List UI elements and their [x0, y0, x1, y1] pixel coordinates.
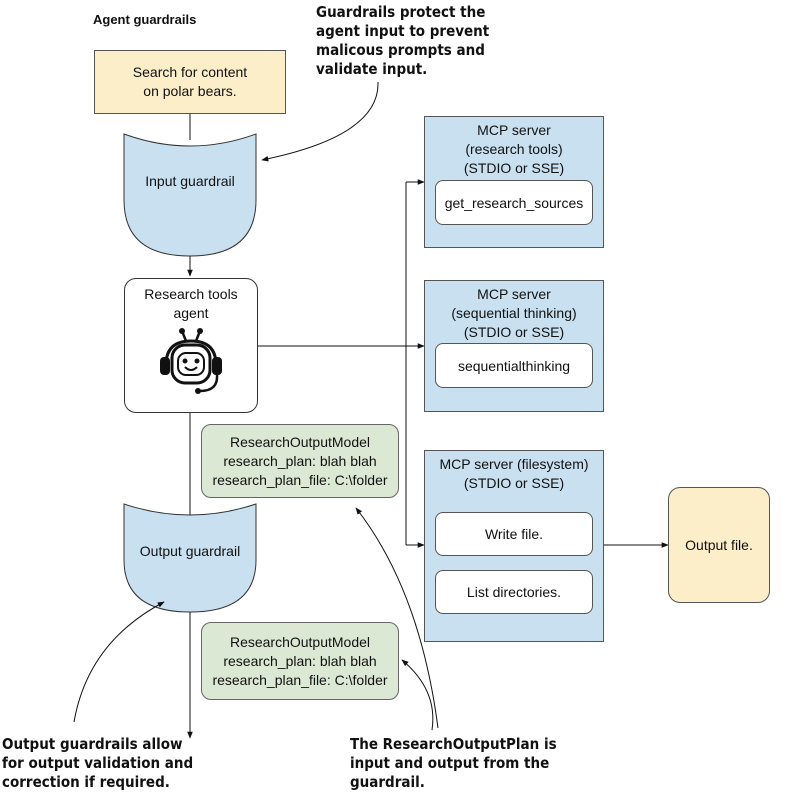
model-1-line-3: research_plan_file: C:\folder [212, 471, 388, 488]
robot-headset-icon [160, 328, 222, 394]
tool-get-research-sources[interactable]: get_research_sources [435, 180, 593, 225]
query-box: Search for content on polar bears. [94, 50, 286, 114]
tool-list-directories[interactable]: List directories. [435, 570, 593, 614]
model-2-line-3: research_plan_file: C:\folder [212, 671, 388, 688]
mcp-1-line-1: MCP server [477, 122, 551, 138]
mcp-3-line-2: (STDIO or SSE) [463, 475, 565, 491]
input-guardrail-shape [123, 133, 257, 257]
output-guardrail-note: Output guardrails allow for output valid… [2, 735, 194, 791]
tool-sequentialthinking[interactable]: sequentialthinking [435, 343, 593, 388]
output-file-label: Output file. [685, 536, 753, 553]
agent-line-1: Research tools [144, 286, 238, 302]
model-1-line-2: research_plan: blah blah [223, 452, 377, 469]
plan-note-curve-2 [401, 659, 434, 731]
output-guardrail-shape [123, 503, 257, 613]
plan-note-curve-1 [355, 507, 439, 729]
research-output-model-2: ResearchOutputModel research_plan: blah … [201, 622, 399, 700]
mcp-3-line-1: MCP server (filesystem) [439, 456, 589, 472]
model-2-line-1: ResearchOutputModel [229, 633, 371, 650]
tool-write-file[interactable]: Write file. [435, 512, 593, 556]
mcp-1-line-2: (research tools) [465, 141, 563, 157]
output-note-curve [73, 601, 165, 723]
mcp-2-line-1: MCP server [477, 286, 551, 302]
query-line-1: Search for content [132, 64, 248, 80]
mcp-2-line-3: (STDIO or SSE) [463, 324, 565, 340]
output-file-box: Output file. [668, 487, 770, 603]
output-guardrail-label: Output guardrail [139, 543, 241, 559]
input-guardrail-note: Guardrails protect the agent input to pr… [316, 3, 490, 78]
agent-line-2: agent [173, 305, 209, 321]
query-line-2: on polar bears. [143, 83, 237, 99]
model-1-line-1: ResearchOutputModel [229, 433, 371, 450]
research-output-model-1: ResearchOutputModel research_plan: blah … [201, 424, 399, 498]
input-note-curve [261, 81, 379, 162]
model-2-line-2: research_plan: blah blah [223, 652, 377, 669]
mcp-1-line-3: (STDIO or SSE) [463, 160, 565, 176]
input-guardrail-label: Input guardrail [145, 173, 235, 189]
mcp-2-line-2: (sequential thinking) [451, 305, 577, 321]
research-agent-box[interactable]: Research tools agent [124, 278, 258, 413]
research-output-plan-note: The ResearchOutputPlan is input and outp… [350, 735, 557, 791]
diagram-title: Agent guardrails [93, 12, 197, 27]
